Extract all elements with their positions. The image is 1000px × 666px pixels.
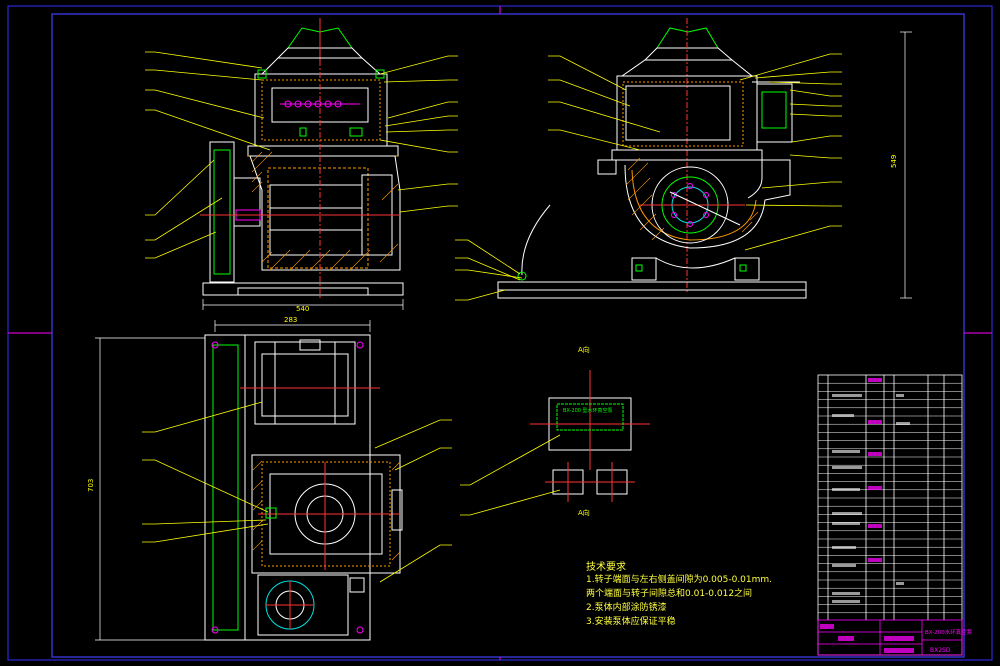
panel-view-leaders — [460, 434, 561, 516]
title-block-filled-cells — [820, 378, 914, 653]
dim-plan-height: 703 — [87, 479, 95, 492]
drawing-name: BX-200水环真空泵 — [925, 628, 973, 636]
front-view — [200, 18, 404, 300]
tech-requirement-3: 3.安装泵体应保证平稳 — [586, 617, 676, 627]
panel-label: BX-200 型水环真空泵 — [563, 407, 613, 414]
title-block-codes — [832, 394, 910, 603]
dim-plan-width: 283 — [284, 316, 297, 324]
plan-view — [204, 334, 403, 641]
outer-frame — [7, 5, 993, 661]
dim-top-width: 540 — [296, 305, 309, 313]
view-label-panel: A向 — [578, 345, 590, 354]
plan-view-leaders — [142, 401, 452, 583]
tech-requirements-title: 技术要求 — [586, 562, 626, 573]
front-view-leaders-left — [145, 51, 271, 259]
dim-top-height: 549 — [890, 155, 898, 168]
side-view-leaders-right — [739, 53, 842, 251]
frame-ticks — [8, 6, 992, 660]
view-label-sub: A向 — [578, 508, 590, 517]
drawing-code: BX2SD — [930, 647, 951, 654]
tech-requirement-1b: 两个端面与转子间隙总和0.01-0.012之间 — [586, 589, 753, 599]
dimension-texts: 540 549 283 703 A向 A向 — [87, 155, 898, 517]
tech-requirement-2: 2.泵体内部涂防锈漆 — [586, 603, 667, 613]
inner-frame — [51, 13, 965, 658]
side-view — [497, 18, 807, 299]
side-view-leaders-left — [455, 55, 661, 301]
dimension-lines — [95, 31, 912, 641]
panel-view — [530, 370, 650, 502]
front-view-leaders-right — [379, 55, 458, 213]
tech-requirement-1: 1.转子端面与左右侧盖间隙为0.005-0.01mm. — [586, 575, 773, 585]
